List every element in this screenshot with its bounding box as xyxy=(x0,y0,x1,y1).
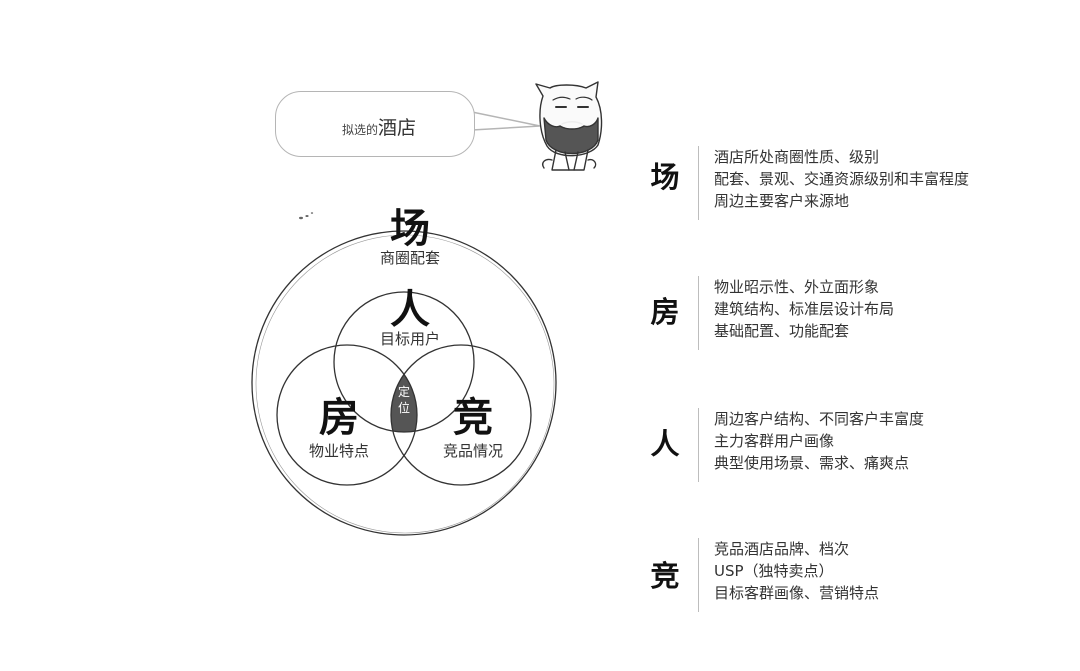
left-circle xyxy=(276,344,418,486)
detail-line: 酒店所处商圈性质、级别 xyxy=(714,148,880,166)
center-label-line2: 位 xyxy=(397,401,411,415)
detail-lines: 酒店所处商圈性质、级别 配套、景观、交通资源级别和丰富程度 周边主要客户来源地 xyxy=(714,146,969,212)
left-subtitle: 物业特点 xyxy=(308,442,370,460)
detail-line: 配套、景观、交通资源级别和丰富程度 xyxy=(714,170,970,188)
detail-line: 基础配置、功能配套 xyxy=(714,322,850,340)
detail-line: 竞品酒店品牌、档次 xyxy=(714,540,850,558)
bubble-prefix: 拟选的 xyxy=(342,123,379,137)
detail-key: 房 xyxy=(650,295,680,329)
bubble-main: 酒店 xyxy=(378,117,417,139)
right-title: 竞 xyxy=(453,395,493,441)
detail-row-people: 人 周边客户结构、不同客户丰富度 主力客群用户画像 典型使用场景、需求、痛爽点 xyxy=(648,408,1068,482)
detail-line: USP（独特卖点） xyxy=(714,562,834,580)
detail-lines: 物业昭示性、外立面形象 建筑结构、标准层设计布局 基础配置、功能配套 xyxy=(714,276,894,342)
sketch-cat-character-icon xyxy=(535,81,603,171)
outer-circle-trace xyxy=(255,234,555,534)
bubble-tail xyxy=(471,111,541,131)
detail-line: 物业昭示性、外立面形象 xyxy=(714,278,880,296)
detail-key: 场 xyxy=(650,160,680,194)
speech-bubble: 拟选的酒店 xyxy=(275,91,475,157)
detail-line: 目标客群画像、营销特点 xyxy=(714,584,880,602)
left-title: 房 xyxy=(319,395,359,441)
detail-divider xyxy=(698,276,699,350)
right-subtitle: 竞品情况 xyxy=(442,442,504,460)
detail-line: 典型使用场景、需求、痛爽点 xyxy=(714,454,910,472)
detail-line: 建筑结构、标准层设计布局 xyxy=(714,300,895,318)
outer-subtitle: 商圈配套 xyxy=(379,249,441,267)
detail-line: 周边主要客户来源地 xyxy=(714,192,850,210)
detail-key: 人 xyxy=(650,427,680,461)
center-label: 定 位 xyxy=(398,384,410,416)
detail-divider xyxy=(698,408,699,482)
outer-circle xyxy=(251,230,557,536)
detail-row-competition: 竞 竞品酒店品牌、档次 USP（独特卖点） 目标客群画像、营销特点 xyxy=(648,538,1068,612)
detail-line: 周边客户结构、不同客户丰富度 xyxy=(714,410,925,428)
top-title: 人 xyxy=(390,287,430,333)
detail-divider xyxy=(698,146,699,220)
outer-title: 场 xyxy=(390,206,430,252)
detail-divider xyxy=(698,538,699,612)
right-circle xyxy=(390,344,532,486)
top-subtitle: 目标用户 xyxy=(379,330,441,348)
bubble-text: 拟选的酒店 xyxy=(342,113,416,140)
detail-row-scene: 场 酒店所处商圈性质、级别 配套、景观、交通资源级别和丰富程度 周边主要客户来源… xyxy=(648,146,1068,220)
detail-lines: 周边客户结构、不同客户丰富度 主力客群用户画像 典型使用场景、需求、痛爽点 xyxy=(714,408,924,474)
detail-lines: 竞品酒店品牌、档次 USP（独特卖点） 目标客群画像、营销特点 xyxy=(714,538,879,604)
detail-line: 主力客群用户画像 xyxy=(714,432,835,450)
detail-key: 竞 xyxy=(650,559,680,593)
detail-row-property: 房 物业昭示性、外立面形象 建筑结构、标准层设计布局 基础配置、功能配套 xyxy=(648,276,1068,350)
center-label-line1: 定 xyxy=(397,385,411,399)
sketch-marks xyxy=(299,212,314,220)
top-circle xyxy=(333,291,475,433)
